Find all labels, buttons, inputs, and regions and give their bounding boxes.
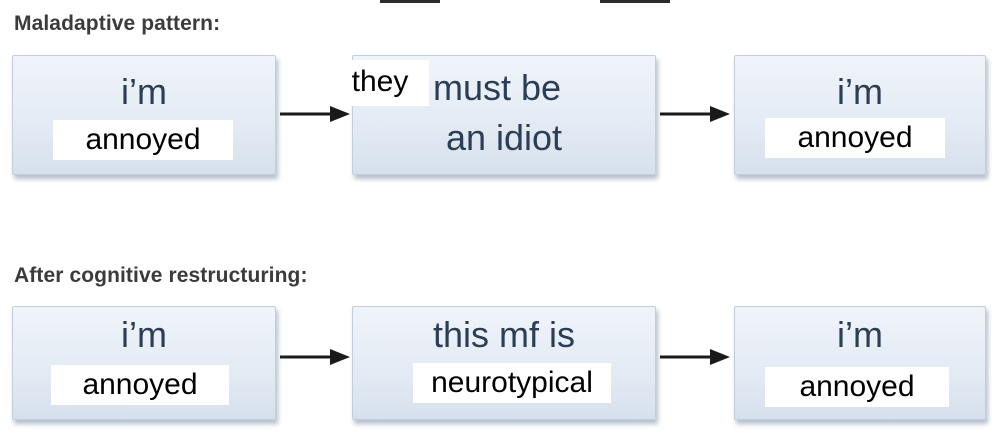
maladaptive-box-feeling: i’m annoyed bbox=[12, 55, 276, 175]
restructured-box-thought: this mf is neurotypical bbox=[352, 306, 656, 420]
edited-text-patch: annoyed bbox=[765, 367, 949, 407]
arrow-right-icon bbox=[660, 349, 730, 365]
restructured-heading: After cognitive restructuring: bbox=[14, 264, 308, 287]
maladaptive-box-thought: they must be an idiot bbox=[331, 55, 656, 175]
edited-text-patch: annoyed bbox=[765, 118, 945, 158]
arrow-right-icon bbox=[660, 106, 730, 122]
box-text-line: this mf is bbox=[432, 314, 575, 355]
box-text-line: i’m bbox=[121, 71, 167, 112]
arrow-right-icon bbox=[280, 106, 350, 122]
edited-text-patch: annoyed bbox=[51, 365, 229, 405]
box-text-line: an idiot bbox=[445, 117, 563, 158]
box-text-line: must be bbox=[433, 67, 562, 108]
edited-text-patch: neurotypical bbox=[413, 363, 611, 403]
top-edge-mark bbox=[380, 0, 440, 3]
maladaptive-box-outcome: i’m annoyed bbox=[734, 55, 986, 175]
maladaptive-heading: Maladaptive pattern: bbox=[14, 12, 221, 35]
box-text-line: i’m bbox=[837, 314, 883, 355]
restructured-box-outcome: i’m annoyed bbox=[734, 306, 986, 420]
box-text-line: i’m bbox=[837, 71, 883, 112]
restructured-box-feeling: i’m annoyed bbox=[12, 306, 276, 420]
edited-text-patch: annoyed bbox=[53, 120, 233, 160]
top-edge-mark bbox=[600, 0, 670, 3]
box-text-line: i’m bbox=[121, 314, 167, 355]
arrow-right-icon bbox=[280, 349, 350, 365]
edited-text-patch: they bbox=[331, 60, 429, 106]
